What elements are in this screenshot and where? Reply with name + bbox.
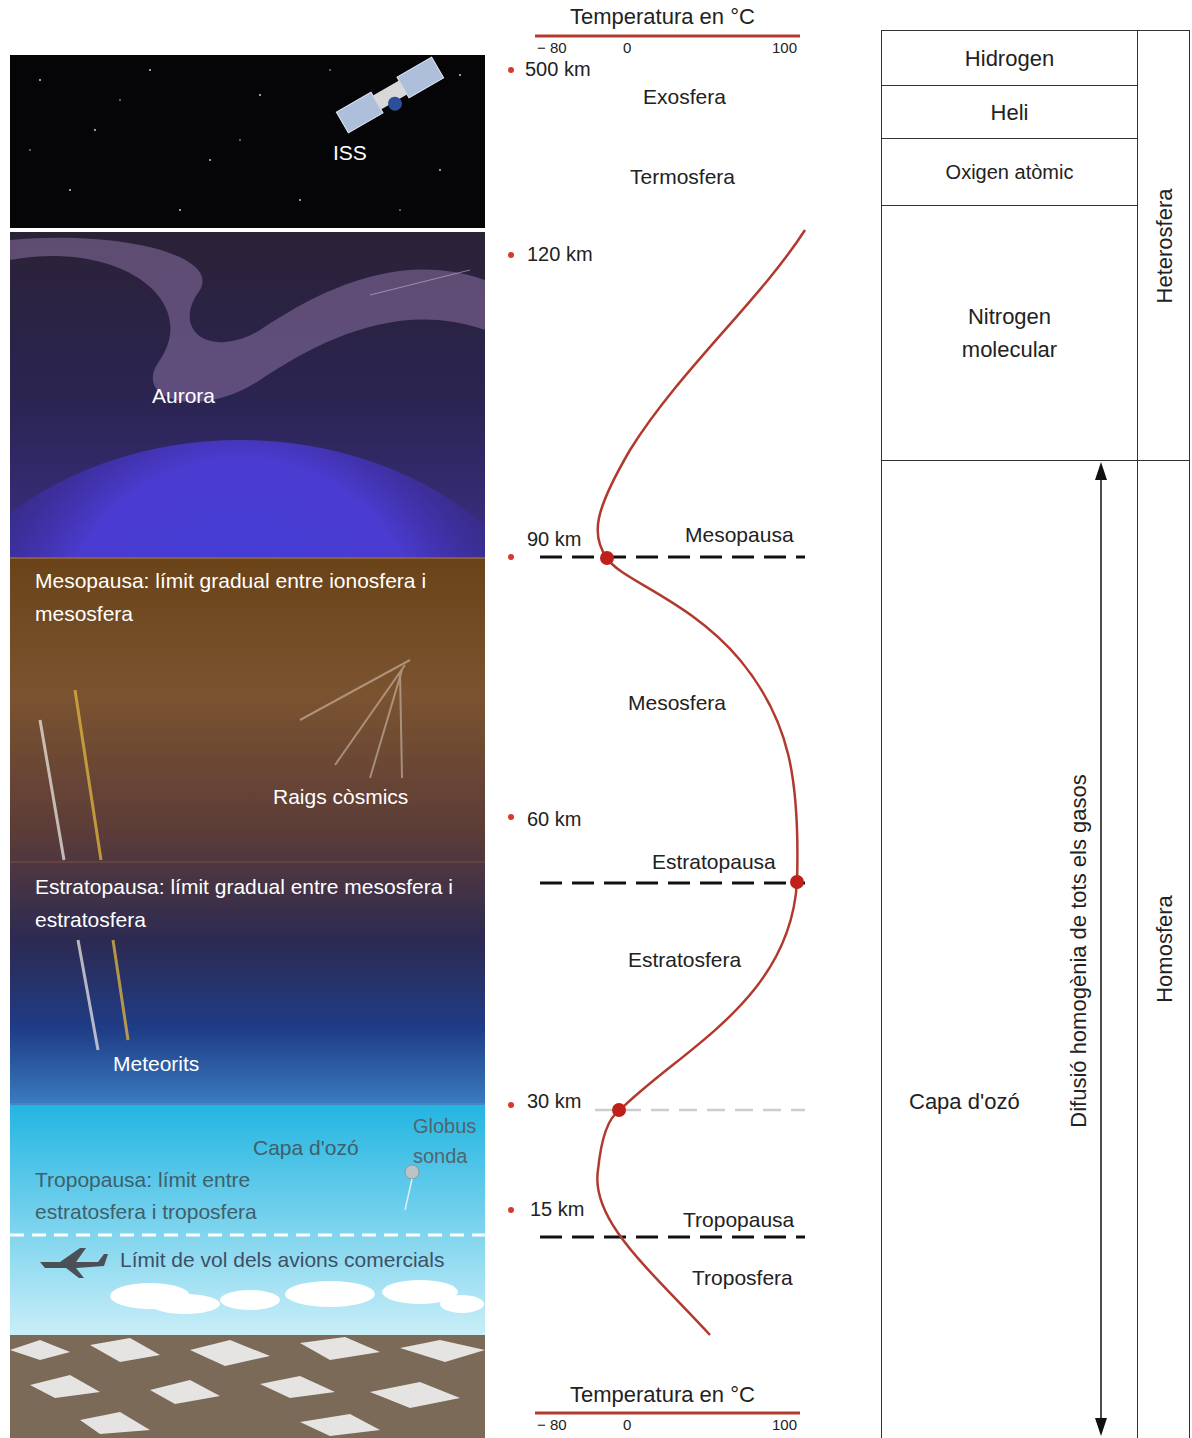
layer-box: Heterosfera [1137,30,1190,461]
layer-box: Nitrogen molecular [881,205,1138,461]
text-label: Estratosfera [628,948,741,972]
text-label: Temperatura en °C [570,1382,755,1407]
text-label: Tropopausa [683,1208,794,1232]
text-label: − 80 [537,39,567,56]
layer-box: Capa d'ozó Difusió homogènia de tots els … [881,460,1138,1438]
text-label: Exosfera [643,85,726,109]
layer-box: Oxigen atòmic [881,138,1138,206]
text-label: Estratopausa [652,850,776,874]
text-label: Capa d'ozó [253,1136,359,1160]
layer-text: Homosfera [1147,895,1180,1003]
text-label: 0 [623,39,631,56]
text-label: 90 km [527,528,581,551]
text-label: 60 km [527,808,581,831]
text-label: Troposfera [692,1266,793,1290]
text-label: 30 km [527,1090,581,1113]
text-label: 100 [772,39,797,56]
layer-text: Capa d'ozó [909,1085,1020,1118]
layer-text: Heli [991,96,1029,129]
text-label: 120 km [527,243,593,266]
text-label: Límit de vol dels avions comercials [120,1248,444,1272]
text-label: Globus sonda [413,1111,483,1171]
text-label: Meteorits [113,1052,199,1076]
text-label: Mesosfera [628,691,726,715]
text-label: 0 [623,1416,631,1433]
text-label: Tropopausa: límit entre estratosfera i t… [35,1164,355,1228]
layer-box: Hidrogen [881,30,1138,86]
layer-box: Homosfera [1137,460,1190,1438]
text-label: 100 [772,1416,797,1433]
text-label: Mesopausa: límit gradual entre ionosfera… [35,564,480,630]
text-label: ISS [333,141,367,165]
text-label: Raigs còsmics [273,785,408,809]
text-label: Estratopausa: límit gradual entre mesosf… [35,870,483,936]
text-label: Termosfera [630,165,735,189]
layer-text: Nitrogen molecular [945,300,1075,366]
text-label: Temperatura en °C [570,4,755,29]
text-label: Mesopausa [685,523,794,547]
layer-text: Hidrogen [965,42,1054,75]
layer-box: Heli [881,85,1138,139]
layer-text: Difusió homogènia de tots els gasos [1062,774,1095,1127]
text-label: 500 km [525,58,591,81]
text-label: − 80 [537,1416,567,1433]
text-label: 15 km [530,1198,584,1221]
text-label: Aurora [152,384,215,408]
layer-text: Heterosfera [1147,189,1180,304]
layer-text: Oxigen atòmic [946,157,1074,187]
